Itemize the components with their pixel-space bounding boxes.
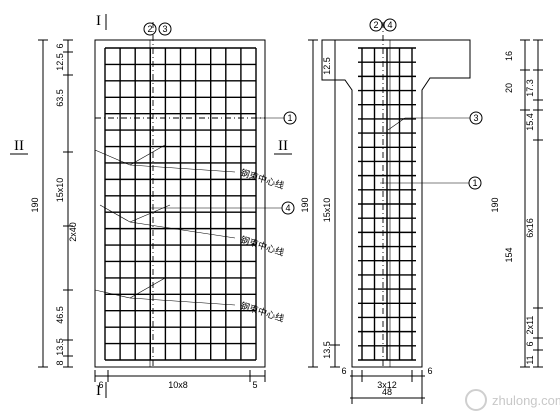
right-right-seg-7: 6 bbox=[525, 341, 535, 346]
left-section-view: 钢束中心线 钢束中心线 钢束中心线 1 4 2 3 I I II II 190 … bbox=[10, 13, 297, 399]
right-section-view: 2 4 3 1 190 12.5 15x10 13.5 6 3x12 6 48 … bbox=[300, 18, 543, 404]
tendon-leader-3b bbox=[129, 277, 166, 299]
right-left-total: 190 bbox=[300, 197, 310, 212]
callout-4-left bbox=[281, 201, 295, 215]
callout-4-left-label: 4 bbox=[285, 203, 290, 213]
section-II-mid-mark: II bbox=[278, 138, 288, 154]
callout-1-left bbox=[283, 111, 297, 125]
right-right-total: 190 bbox=[490, 197, 500, 212]
callout-4-right-top-label: 4 bbox=[387, 20, 392, 30]
left-dim-seg-5: 46.5 bbox=[55, 306, 65, 324]
right-right-seg-1: 20 bbox=[504, 83, 514, 93]
left-dim-seg-6: 13.5 bbox=[55, 338, 65, 356]
right-left-dim-ticks bbox=[308, 39, 340, 368]
callout-4-right-top bbox=[383, 18, 397, 32]
left-bottom-seg-0: 6 bbox=[98, 380, 103, 390]
section-I-top-mark: I bbox=[96, 13, 101, 29]
right-left-seg-1: 15x10 bbox=[322, 198, 332, 223]
right-right-seg-0: 16 bbox=[504, 51, 514, 61]
callout-2-right-top-label: 2 bbox=[373, 20, 378, 30]
tendon-centerline-note-2: 钢束中心线 bbox=[239, 233, 286, 258]
left-bottom-seg-2: 5 bbox=[252, 380, 257, 390]
callout-1-right bbox=[468, 176, 482, 190]
callout-2-left-top bbox=[143, 22, 157, 36]
watermark-text: zhulong.com bbox=[492, 393, 560, 408]
callout-3-left-top-label: 3 bbox=[162, 24, 167, 34]
tendon-leader-1b bbox=[129, 144, 166, 166]
right-right-seg-5: 6x16 bbox=[525, 218, 535, 238]
left-rebar-grid bbox=[104, 47, 257, 361]
watermark: zhulong.com bbox=[465, 389, 560, 411]
section-II-left-mark: II bbox=[14, 138, 24, 154]
left-dim-seg-2: 63.5 bbox=[55, 89, 65, 107]
right-right-seg-8: 11 bbox=[525, 355, 535, 364]
section-I-bottom-mark: I bbox=[96, 383, 101, 399]
left-dim-ticks bbox=[38, 39, 73, 368]
left-dim-seg-3: 15x10 bbox=[55, 178, 65, 203]
left-outline bbox=[94, 39, 266, 368]
right-bottom-seg-2: 6 bbox=[427, 366, 432, 376]
left-dim-total: 190 bbox=[30, 197, 40, 212]
callout-1-right-label: 1 bbox=[472, 178, 477, 188]
callout-3-left-top bbox=[158, 22, 172, 36]
left-dim-seg-7: 8 bbox=[55, 360, 65, 365]
callout-2-right-top bbox=[369, 18, 383, 32]
tendon-centerline-note-1: 钢束中心线 bbox=[239, 166, 286, 191]
callout-3-right bbox=[469, 111, 483, 125]
right-left-seg-0: 12.5 bbox=[322, 57, 332, 75]
right-right-seg-2: 17.3 bbox=[525, 79, 535, 97]
left-dim-seg-4: 2x40 bbox=[68, 222, 78, 242]
right-rebar-grid bbox=[358, 47, 416, 361]
callout-2-left-top-label: 2 bbox=[147, 24, 152, 34]
left-dim-seg-0: 6 bbox=[55, 43, 65, 48]
watermark-logo-icon bbox=[465, 389, 487, 411]
callout-3-right-leader bbox=[387, 117, 406, 131]
right-right-seg-3: 15.4 bbox=[525, 113, 535, 131]
right-right-seg-6: 2x11 bbox=[525, 316, 535, 335]
right-left-seg-2: 13.5 bbox=[322, 341, 332, 359]
callout-1-left-label: 1 bbox=[287, 113, 292, 123]
left-bottom-seg-1: 10x8 bbox=[168, 380, 188, 390]
right-bottom-seg-0: 6 bbox=[341, 366, 346, 376]
left-dim-seg-1: 12.5 bbox=[55, 53, 65, 71]
right-bottom-total: 48 bbox=[382, 387, 392, 397]
tendon-centerline-note-3: 钢束中心线 bbox=[239, 299, 286, 324]
callout-3-right-label: 3 bbox=[473, 113, 478, 123]
right-right-seg-4: 154 bbox=[504, 247, 514, 262]
right-right-dim-ticks bbox=[520, 39, 543, 368]
right-bottom-seg-1: 3x12 bbox=[377, 380, 397, 390]
